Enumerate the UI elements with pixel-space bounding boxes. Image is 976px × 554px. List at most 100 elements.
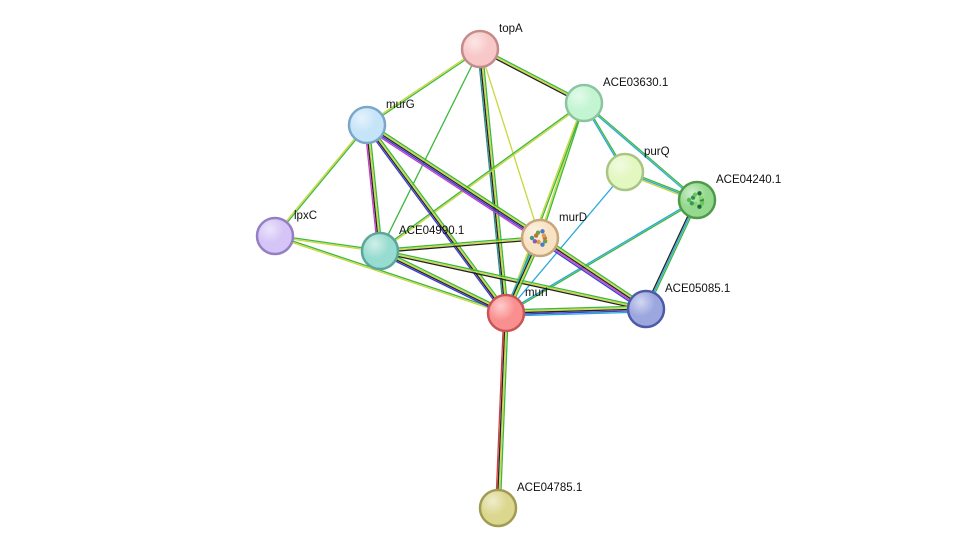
edge-evidence-line xyxy=(367,123,542,238)
node-circle[interactable] xyxy=(626,289,666,329)
edge-murg-muri[interactable] xyxy=(364,123,509,315)
edge-evidence-line xyxy=(380,103,585,253)
edge-evidence-line xyxy=(380,238,541,254)
edge-evidence-line xyxy=(645,199,698,310)
node-ace04785-1[interactable]: ACE04785.1 xyxy=(478,482,582,528)
node-topa[interactable]: topA xyxy=(460,23,523,69)
node-murd[interactable]: murD xyxy=(520,212,587,258)
edge-layer xyxy=(273,47,699,509)
node-label: purQ xyxy=(644,146,670,158)
structure-dot xyxy=(699,201,705,206)
edge-evidence-line xyxy=(379,101,584,251)
structure-dot xyxy=(536,239,541,245)
node-murg[interactable]: murG xyxy=(347,99,415,145)
edge-evidence-line xyxy=(366,47,480,125)
node-circle[interactable] xyxy=(486,293,526,333)
edge-evidence-line xyxy=(379,237,541,252)
structure-dot xyxy=(697,204,702,209)
node-circle[interactable] xyxy=(564,83,604,123)
edge-evidence-line xyxy=(539,237,647,310)
edge-evidence-line xyxy=(275,125,369,237)
structure-dot xyxy=(532,239,538,244)
edge-evidence-line xyxy=(379,48,481,252)
edge-ace04990-1-ace05085-1[interactable] xyxy=(379,248,647,312)
edge-ace04990-1-murd[interactable] xyxy=(379,235,541,254)
edge-evidence-line xyxy=(380,248,647,309)
edge-evidence-line xyxy=(498,313,508,509)
edge-evidence-line xyxy=(583,103,697,202)
node-label: ACE04785.1 xyxy=(517,482,582,494)
edge-murg-murd[interactable] xyxy=(365,121,542,242)
edge-ace03630-1-ace04990-1[interactable] xyxy=(379,101,585,253)
node-ace03630-1[interactable]: ACE03630.1 xyxy=(564,77,668,123)
edge-evidence-line xyxy=(380,249,507,313)
edge-evidence-line xyxy=(505,171,626,314)
edge-ace04240-1-muri[interactable] xyxy=(505,198,698,315)
node-circle[interactable] xyxy=(360,231,400,271)
structure-dot xyxy=(693,201,698,207)
edge-evidence-line xyxy=(368,123,509,313)
edge-evidence-line xyxy=(496,312,506,508)
structure-dot xyxy=(692,192,698,197)
edge-evidence-line xyxy=(646,200,699,310)
edge-evidence-line xyxy=(478,49,506,314)
edge-evidence-line xyxy=(379,251,646,312)
edge-evidence-line xyxy=(506,200,698,315)
edge-muri-ace04785-1[interactable] xyxy=(495,312,509,509)
edge-topa-murd[interactable] xyxy=(479,48,541,239)
edge-evidence-line xyxy=(274,236,506,315)
edge-evidence-line xyxy=(368,124,383,251)
node-circle[interactable] xyxy=(347,105,387,145)
edge-evidence-line xyxy=(368,121,542,237)
edge-evidence-line xyxy=(584,101,698,200)
edge-evidence-line xyxy=(505,308,647,314)
node-circle[interactable] xyxy=(605,152,645,192)
node-label: ACE05085.1 xyxy=(665,283,730,295)
edge-evidence-line xyxy=(540,103,586,239)
edge-topa-murg[interactable] xyxy=(366,47,481,127)
node-label: murD xyxy=(559,212,587,224)
edge-evidence-line xyxy=(379,251,506,315)
edge-evidence-line xyxy=(505,198,697,313)
edge-topa-ace04990-1[interactable] xyxy=(379,48,481,252)
edge-evidence-line xyxy=(365,125,540,240)
edge-evidence-line xyxy=(379,250,647,310)
edge-evidence-line xyxy=(477,49,505,314)
edge-evidence-line xyxy=(505,305,646,311)
edge-evidence-line xyxy=(479,48,541,239)
edge-evidence-line xyxy=(481,48,509,313)
edge-evidence-line xyxy=(495,312,505,508)
edge-evidence-line xyxy=(379,235,540,251)
node-circle[interactable] xyxy=(460,29,500,69)
node-label: topA xyxy=(499,23,523,35)
edge-evidence-line xyxy=(367,124,382,251)
node-ace04240-1[interactable]: ACE04240.1 xyxy=(677,174,781,220)
edge-evidence-line xyxy=(275,234,507,313)
protein-structure-icon xyxy=(529,229,548,247)
structure-dot xyxy=(540,242,545,247)
edge-evidence-line xyxy=(364,125,379,252)
edge-topa-muri[interactable] xyxy=(477,48,509,314)
edge-evidence-line xyxy=(506,311,647,317)
edge-purq-muri[interactable] xyxy=(505,171,626,314)
edge-muri-ace05085-1[interactable] xyxy=(505,305,647,317)
edge-lpxc-muri[interactable] xyxy=(274,234,507,315)
edge-evidence-line xyxy=(366,124,541,239)
node-circle[interactable] xyxy=(677,180,717,220)
node-ace05085-1[interactable]: ACE05085.1 xyxy=(626,283,730,329)
edge-evidence-line xyxy=(380,248,508,312)
node-circle[interactable] xyxy=(478,488,518,528)
edge-evidence-line xyxy=(479,48,585,104)
edge-murg-lpxc[interactable] xyxy=(273,124,369,237)
edge-ace04990-1-muri[interactable] xyxy=(378,248,508,316)
edge-evidence-line xyxy=(367,124,508,313)
node-circle[interactable] xyxy=(520,218,560,258)
edge-ace03630-1-ace04240-1[interactable] xyxy=(583,101,698,202)
edge-evidence-line xyxy=(367,49,481,127)
node-circle[interactable] xyxy=(255,216,295,256)
edge-murg-ace04990-1[interactable] xyxy=(364,124,383,252)
edge-evidence-line xyxy=(364,125,505,315)
node-label: ACE04990.1 xyxy=(399,225,464,237)
edge-ace04240-1-ace05085-1[interactable] xyxy=(644,199,699,310)
